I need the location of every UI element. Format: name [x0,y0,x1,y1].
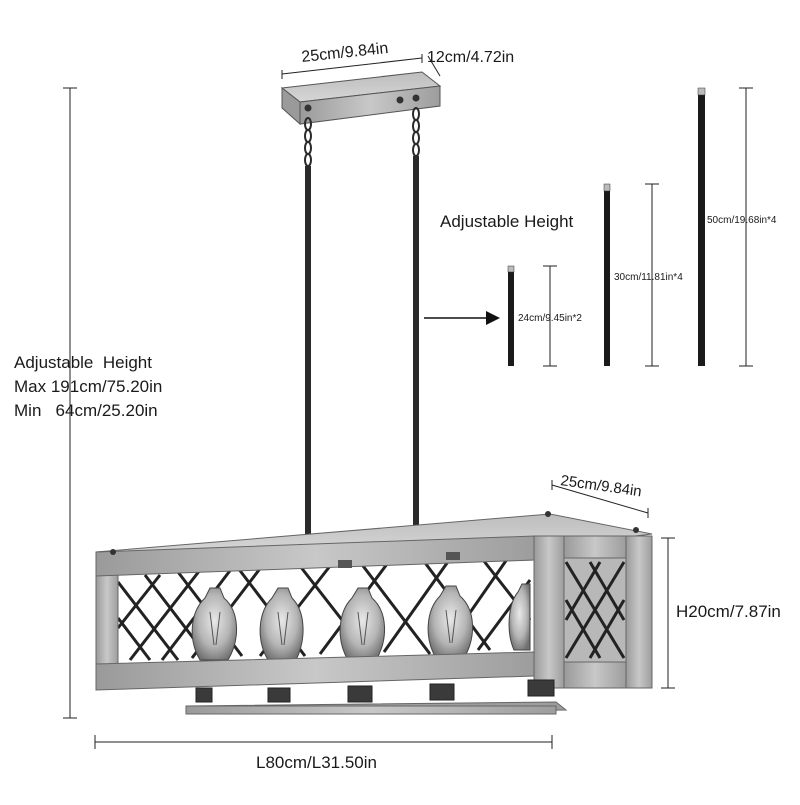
suspension-rods [305,156,419,538]
rod-label-30cm: 30cm/11.81in*4 [614,272,683,283]
chains [304,107,420,167]
adjustable-height-line-2: Max 191cm/75.20in [14,377,162,396]
extension-rods [507,87,706,366]
fixture-depth-label: 25cm/9.84in [559,472,642,500]
adjustable-height-line-1: Adjustable Height [14,353,152,372]
canopy-depth-label: 12cm/4.72in [427,49,514,66]
adjustable-height-line-3: Min 64cm/25.20in [14,401,158,420]
fixture-frame [95,511,653,715]
edison-bulbs [191,583,531,661]
rods-title: Adjustable Height [440,212,574,231]
fixture-length-label: L80cm/L31.50in [256,753,377,772]
ceiling-canopy [280,71,442,126]
rod-label-24cm: 24cm/9.45in*2 [518,313,582,324]
fixture-height-label: H20cm/7.87in [676,602,781,621]
arrow-icon [424,311,500,325]
rod-label-50cm: 50cm/19.68in*4 [707,215,777,226]
canopy-width-label: 25cm/9.84in [301,40,389,66]
dimension-lines [63,54,753,749]
